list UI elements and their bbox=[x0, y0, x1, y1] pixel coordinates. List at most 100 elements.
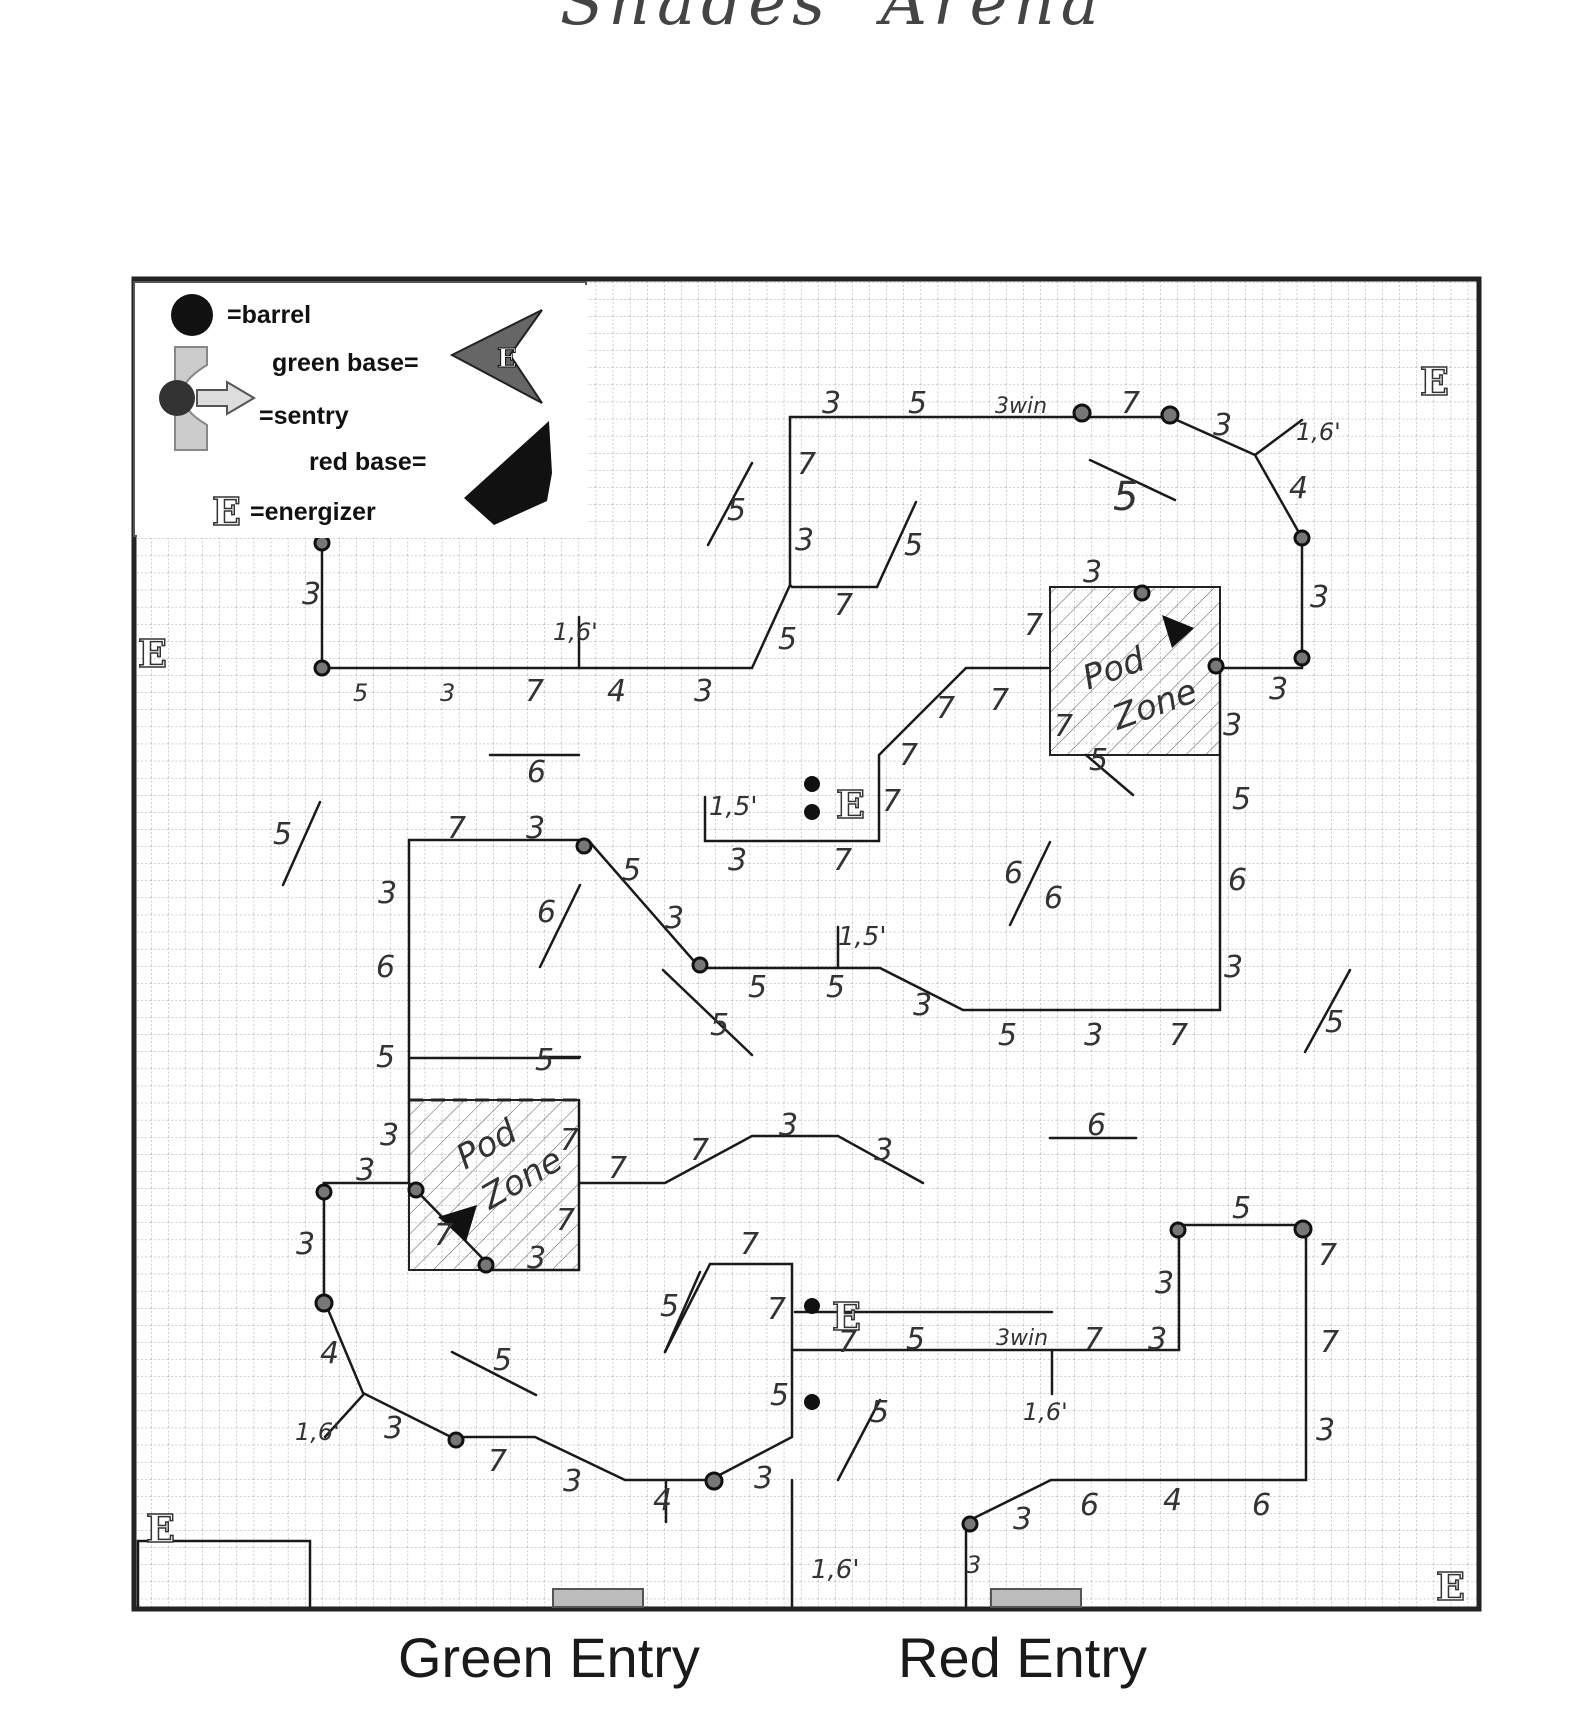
svg-text:1,6': 1,6' bbox=[295, 1418, 340, 1446]
svg-text:6: 6 bbox=[527, 755, 546, 790]
svg-text:6: 6 bbox=[1228, 863, 1247, 898]
svg-text:1,6': 1,6' bbox=[1023, 1398, 1068, 1426]
svg-text:7: 7 bbox=[556, 1203, 575, 1238]
green-base-marker bbox=[438, 1205, 477, 1242]
svg-text:E: E bbox=[1436, 1564, 1465, 1609]
svg-text:3: 3 bbox=[779, 1108, 798, 1143]
svg-text:7: 7 bbox=[1084, 1322, 1103, 1357]
svg-text:7: 7 bbox=[797, 447, 816, 482]
red-base-marker bbox=[1162, 615, 1194, 648]
svg-text:6: 6 bbox=[1044, 881, 1063, 916]
svg-text:3: 3 bbox=[296, 1227, 315, 1262]
svg-text:6: 6 bbox=[1080, 1488, 1099, 1523]
svg-text:3: 3 bbox=[1223, 708, 1242, 743]
svg-text:3: 3 bbox=[526, 811, 545, 846]
svg-text:5: 5 bbox=[1232, 1191, 1251, 1226]
svg-text:7: 7 bbox=[1320, 1325, 1339, 1360]
svg-text:7: 7 bbox=[1024, 608, 1043, 643]
energizers: E E E E E E bbox=[137, 358, 1465, 1610]
legend: E E =barrel green base= =sentry red base… bbox=[137, 285, 587, 538]
svg-text:5: 5 bbox=[1232, 782, 1251, 817]
svg-text:1,6': 1,6' bbox=[553, 618, 598, 646]
svg-text:7: 7 bbox=[834, 588, 853, 623]
svg-text:3: 3 bbox=[874, 1133, 893, 1168]
svg-text:3: 3 bbox=[728, 843, 747, 878]
svg-text:6: 6 bbox=[1252, 1488, 1271, 1523]
svg-text:3win: 3win bbox=[996, 1326, 1048, 1351]
svg-text:7: 7 bbox=[690, 1133, 709, 1168]
svg-text:E: E bbox=[832, 1294, 861, 1339]
svg-text:6: 6 bbox=[376, 950, 395, 985]
svg-text:7: 7 bbox=[990, 683, 1009, 718]
svg-text:7: 7 bbox=[767, 1292, 786, 1327]
svg-text:3: 3 bbox=[1269, 672, 1288, 707]
svg-text:1,6': 1,6' bbox=[811, 1555, 860, 1585]
svg-text:5: 5 bbox=[353, 679, 368, 707]
svg-text:5: 5 bbox=[710, 1008, 729, 1043]
legend-energizer-label: =energizer bbox=[250, 498, 376, 526]
svg-text:5: 5 bbox=[906, 1322, 925, 1357]
svg-text:3: 3 bbox=[440, 679, 455, 707]
svg-text:7: 7 bbox=[525, 674, 544, 709]
barrel-icon bbox=[171, 294, 213, 336]
svg-text:5: 5 bbox=[1113, 474, 1138, 520]
svg-text:3: 3 bbox=[380, 1118, 399, 1153]
svg-text:5: 5 bbox=[904, 528, 923, 563]
svg-text:3: 3 bbox=[1155, 1266, 1174, 1301]
svg-text:7: 7 bbox=[434, 1218, 453, 1253]
svg-text:3: 3 bbox=[563, 1464, 582, 1499]
svg-text:7: 7 bbox=[1121, 386, 1140, 421]
svg-text:4: 4 bbox=[320, 1336, 339, 1371]
svg-text:6: 6 bbox=[1087, 1108, 1106, 1143]
svg-text:5: 5 bbox=[273, 817, 292, 852]
legend-barrel-label: =barrel bbox=[227, 301, 312, 329]
svg-text:5: 5 bbox=[826, 970, 845, 1005]
green-base-icon bbox=[449, 309, 543, 404]
svg-text:7: 7 bbox=[740, 1227, 759, 1262]
legend-red-base-label: red base= bbox=[309, 448, 427, 476]
svg-text:3: 3 bbox=[1148, 1322, 1167, 1357]
svg-text:3: 3 bbox=[1316, 1413, 1335, 1448]
pod-zone-top bbox=[1049, 586, 1221, 756]
svg-text:3: 3 bbox=[822, 386, 841, 421]
svg-text:E: E bbox=[1420, 359, 1449, 404]
svg-text:3: 3 bbox=[1084, 1018, 1103, 1053]
svg-text:6: 6 bbox=[537, 895, 556, 930]
svg-text:3: 3 bbox=[1083, 555, 1102, 590]
svg-text:1,5': 1,5' bbox=[709, 792, 758, 822]
svg-text:7: 7 bbox=[1169, 1018, 1188, 1053]
svg-text:5: 5 bbox=[998, 1018, 1017, 1053]
svg-text:1,5': 1,5' bbox=[838, 922, 887, 952]
svg-text:7: 7 bbox=[1318, 1238, 1337, 1273]
svg-text:7: 7 bbox=[488, 1444, 507, 1479]
svg-text:5: 5 bbox=[493, 1343, 512, 1378]
svg-text:5: 5 bbox=[376, 1040, 395, 1075]
svg-text:6: 6 bbox=[1004, 856, 1023, 891]
svg-text:4: 4 bbox=[607, 674, 626, 709]
svg-text:5: 5 bbox=[748, 970, 767, 1005]
svg-text:3: 3 bbox=[1224, 950, 1243, 985]
sentry-icon bbox=[159, 346, 256, 451]
svg-text:E: E bbox=[836, 782, 865, 827]
page-title: Shades' Arena bbox=[560, 0, 1105, 40]
svg-text:3: 3 bbox=[795, 523, 814, 558]
svg-text:7: 7 bbox=[838, 1325, 857, 1360]
svg-text:7: 7 bbox=[560, 1123, 579, 1158]
svg-text:3: 3 bbox=[913, 988, 932, 1023]
svg-text:3: 3 bbox=[527, 1241, 546, 1276]
svg-text:3: 3 bbox=[378, 876, 397, 911]
svg-text:3: 3 bbox=[356, 1153, 375, 1188]
svg-text:E: E bbox=[138, 631, 167, 676]
svg-text:1,6': 1,6' bbox=[1296, 418, 1341, 446]
svg-text:4: 4 bbox=[1163, 1483, 1182, 1518]
svg-text:5: 5 bbox=[622, 853, 641, 888]
svg-text:3: 3 bbox=[665, 901, 684, 936]
svg-text:5: 5 bbox=[870, 1395, 889, 1430]
svg-text:5: 5 bbox=[535, 1043, 554, 1078]
legend-green-base-label: green base= bbox=[272, 349, 419, 377]
svg-text:3: 3 bbox=[1310, 580, 1329, 615]
svg-text:3: 3 bbox=[302, 577, 321, 612]
svg-text:5: 5 bbox=[778, 622, 797, 657]
svg-text:5: 5 bbox=[908, 386, 927, 421]
svg-text:5: 5 bbox=[770, 1378, 789, 1413]
